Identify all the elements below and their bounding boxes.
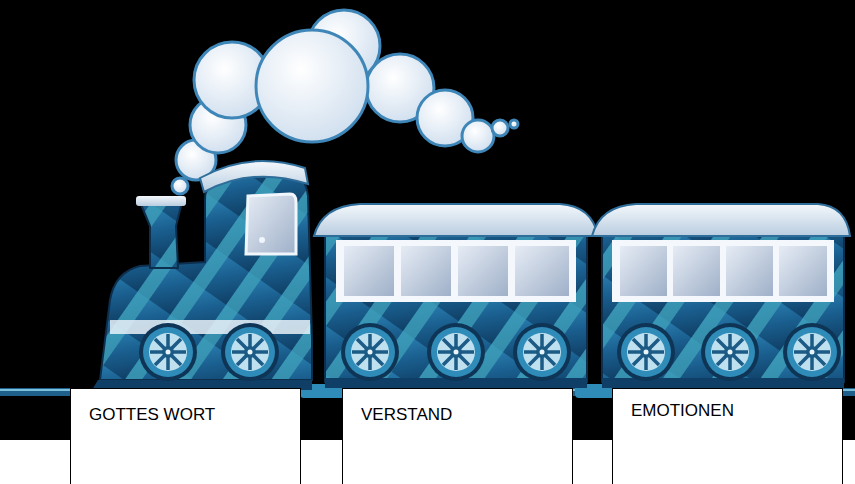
wheels — [139, 323, 841, 381]
box-label: GOTTES WORT — [89, 405, 300, 425]
label-box: EMOTIONEN — [612, 388, 843, 484]
wagon — [314, 204, 598, 388]
box-label: VERSTAND — [361, 405, 572, 425]
wagon — [592, 204, 850, 388]
night-ground — [0, 0, 855, 440]
label-box: GOTTES WORT — [70, 388, 301, 484]
label-box: VERSTAND — [342, 388, 573, 484]
smoke-cloud — [172, 10, 518, 194]
box-label: EMOTIONEN — [631, 401, 842, 421]
locomotive — [92, 161, 312, 390]
